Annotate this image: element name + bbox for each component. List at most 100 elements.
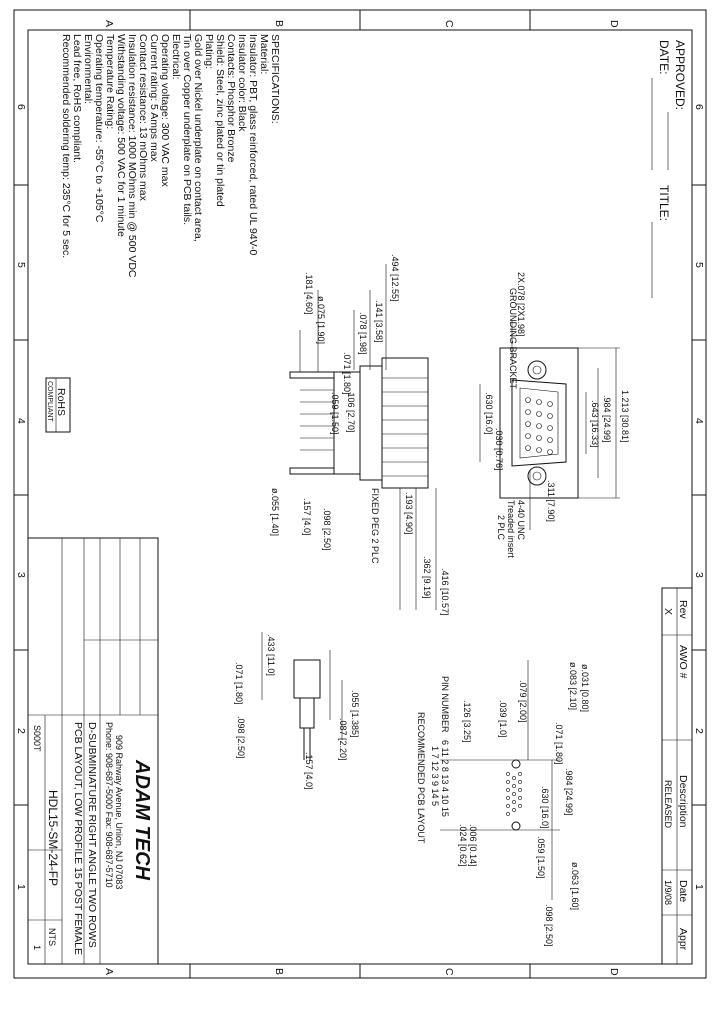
company-address: 909 Rahway Avenue, Union, NJ 07083 [114, 735, 124, 889]
front-view: 1.213 [30.81] .984 [24.99] .643 [16.33] … [479, 272, 630, 558]
insert-label-1: 4-40 UNC [516, 500, 526, 541]
dim-p6: .039 [1.0] [498, 700, 508, 738]
zone-left-2: 2 [15, 728, 27, 734]
dim-p11: .024 [0.62] [458, 824, 468, 867]
pin-number-label: PIN NUMBER [440, 676, 450, 733]
approved-label: APPROVED: [673, 40, 687, 110]
spec-line: Plating: [203, 34, 215, 69]
recommended-layout-label: RECOMMENDED PCB LAYOUT [416, 712, 426, 844]
rohs-badge: RoHS COMPLIANT [45, 377, 71, 433]
dim-d13: .362 [9.19] [422, 556, 432, 599]
zone-right-6: 6 [693, 104, 705, 110]
dim-p10: .006 [0.14] [468, 824, 478, 867]
dim-p3: .079 [2.00] [518, 680, 528, 723]
dim-s6: .098 [2.50] [236, 716, 246, 759]
zone-top-b: B [273, 20, 285, 27]
title-label: TITLE: [657, 185, 671, 221]
zone-ticks [14, 10, 706, 978]
dim-p1: ø.031 [0.80] [580, 664, 590, 712]
rev-header-awo: AWO # [677, 645, 689, 679]
spec-line: Electrical: [170, 34, 182, 80]
title-block: ADAM TECH 909 Rahway Avenue, Union, NJ 0… [27, 537, 159, 965]
dim-d2: .141 [3.58] [374, 300, 384, 343]
dim-d1: .494 [12.55] [390, 254, 400, 302]
zone-bottom-c: C [443, 968, 455, 976]
top-body [381, 357, 429, 489]
spec-line: Tin over Copper underplate on PCB tails. [181, 34, 193, 225]
spec-line: Operating voltage: 300 VAC max [159, 34, 171, 187]
spec-line: Temperature Rating: [104, 34, 116, 129]
mount-hole [511, 759, 521, 769]
dim-s2: .071 [1.80] [234, 662, 244, 705]
grounding-bracket-label: GROUNDING BRACKET [508, 288, 518, 390]
zone-bottom-d: D [608, 968, 620, 976]
specifications: SPECIFICATIONS: Material: Insulator: PBT… [60, 34, 281, 278]
company-name: ADAM TECH [131, 759, 153, 881]
rev-value-date: 1/9/08 [663, 880, 673, 905]
spec-line: Contacts: Phosphor Bronze [225, 34, 237, 163]
company-phone: Phone: 908-687-5000 Fax: 908-687-5710 [104, 722, 114, 888]
mount-hole [511, 821, 521, 831]
zone-right-4: 4 [693, 418, 705, 424]
dim-insert-spacing: .984 [24.99] [602, 395, 612, 443]
spec-heading: SPECIFICATIONS: [269, 34, 281, 124]
dim-d7: .106 [2.70] [346, 390, 356, 433]
insert-label-2: Treaded insert [506, 500, 516, 558]
zone-top-a: A [103, 20, 115, 27]
rohs-text: RoHS [55, 388, 67, 416]
dim-d14: .416 [10.57] [440, 568, 450, 616]
rev-value-rev: X [662, 608, 674, 615]
threaded-insert-hole [527, 466, 547, 486]
dim-d4: .181 [4.60] [304, 272, 314, 315]
zone-left-3: 3 [15, 572, 27, 578]
insert-label-3: 2 PLC [496, 515, 506, 541]
spec-line: Shield: Steel, zinc plated or tin plated [214, 34, 226, 207]
dim-d12: .193 [4.90] [404, 492, 414, 535]
dim-d10: .157 [4.0] [302, 498, 312, 536]
rev-header-date: Date [677, 880, 689, 902]
spec-line: Gold over Nickel underplate on contact a… [192, 34, 204, 242]
dim-shell-width: .643 [16.33] [590, 400, 600, 448]
zone-left-4: 4 [15, 418, 27, 424]
zone-bottom-b: B [273, 968, 285, 975]
dim-p4: .071 [1.80] [554, 722, 564, 765]
zone-top-d: D [608, 20, 620, 28]
scale-value: NTS [47, 928, 57, 946]
dim-height: .311 [7.90] [546, 480, 556, 522]
dim-s5: .157 [4.0] [304, 752, 314, 790]
pcb-tails [300, 389, 334, 451]
zone-top-c: C [443, 20, 455, 28]
rohs-compliant-text: COMPLIANT [46, 381, 53, 423]
spec-line: Operating temperature: -55°C to +105°C [93, 34, 105, 223]
rev-header-rev: Rev [677, 600, 689, 619]
spec-line: Insulator: PBT, glass reinforced, rated … [247, 34, 259, 256]
date-label: DATE: [657, 40, 671, 74]
description-line-2: PCB LAYOUT, LOW PROFILE 15 POST FEMALE [72, 722, 84, 955]
part-number: HDL15-SM-24-FP [46, 790, 60, 886]
fixed-peg-label: FIXED PEG 2 PLC [370, 488, 380, 564]
sheet-value: 1 [32, 945, 42, 950]
dim-d8: .059 [1.50] [330, 392, 340, 435]
dim-s3: .055 [1.385] [350, 690, 360, 738]
zone-right-3: 3 [693, 572, 705, 578]
description-line-1: D-SUBMINIATURE RIGHT ANGLE TWO ROWS [86, 722, 98, 948]
dim-p7: .126 [3.25] [462, 700, 472, 743]
dim-p2: ø.083 [2.10] [568, 662, 578, 710]
body-ribs [382, 377, 428, 477]
spec-line: Current rating: 5 Amps max [148, 34, 160, 163]
dim-d3: .078 [1.98] [358, 312, 368, 355]
dim-p8: .630 [16.0] [540, 786, 550, 829]
pin-number-row-1: 6 11 2 8 13 4 10 15 [440, 740, 450, 817]
spec-line: Environmental: [82, 34, 94, 104]
pcb-layout: ø.031 [0.80] ø.083 [2.10] .079 [2.00] .0… [416, 660, 590, 947]
revision-table: Rev AWO # Description Date Appr X RELEAS… [661, 587, 693, 965]
zone-left-6: 6 [15, 104, 27, 110]
dim-d9: ø.055 [1.40] [270, 488, 280, 536]
spec-line: Withstanding voltage: 500 VAC for 1 minu… [115, 34, 127, 237]
dim-wall: .030 [0.76] [494, 428, 504, 471]
spec-line: Insulation resistance: 1000 MOhms min @ … [126, 34, 138, 278]
spec-line: Contact resistance: 13 mOhms max [137, 34, 149, 202]
zone-right-5: 5 [693, 262, 705, 268]
spec-line: Recommended soldering temp: 235°C for 5 … [60, 34, 72, 258]
zone-left-5: 5 [15, 262, 27, 268]
